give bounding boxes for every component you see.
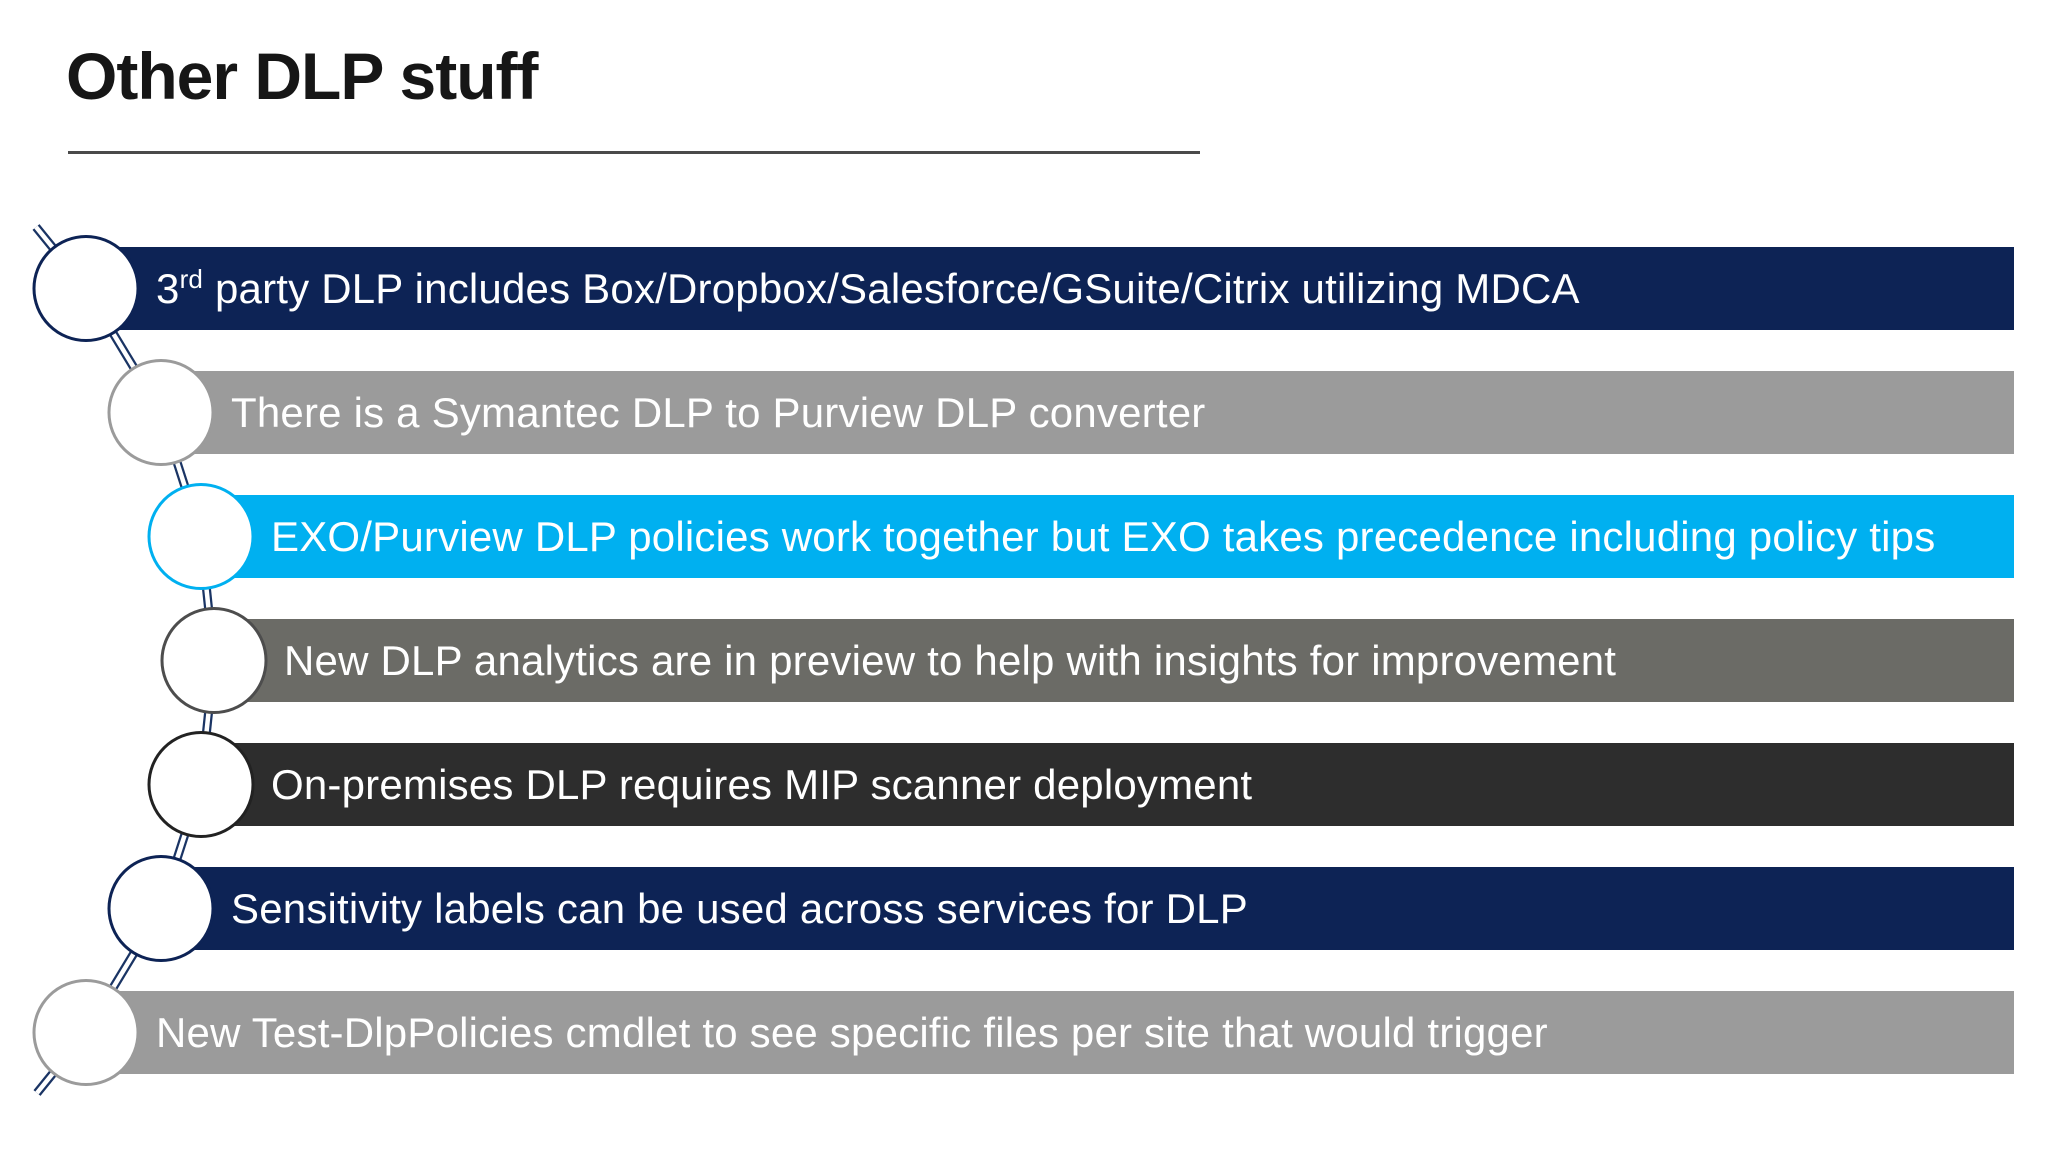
chain-connector-gap bbox=[34, 225, 88, 290]
bar-text-1: 3rd party DLP includes Box/Dropbox/Sales… bbox=[156, 263, 1580, 312]
bar-text-7: New Test-DlpPolicies cmdlet to see speci… bbox=[156, 1008, 1548, 1056]
bar-item-2: There is a Symantec DLP to Purview DLP c… bbox=[161, 371, 2014, 454]
bar-text-4: New DLP analytics are in preview to help… bbox=[284, 636, 1617, 684]
bar-item-4: New DLP analytics are in preview to help… bbox=[214, 619, 2014, 702]
superscript: rd bbox=[179, 263, 204, 294]
slide-title: Other DLP stuff bbox=[66, 39, 538, 113]
bar-item-1: 3rd party DLP includes Box/Dropbox/Sales… bbox=[86, 247, 2014, 330]
chain-connector bbox=[32, 224, 90, 292]
bar-text-5: On-premises DLP requires MIP scanner dep… bbox=[271, 760, 1253, 808]
chain-connector bbox=[33, 1029, 90, 1096]
chain-connector-gap bbox=[35, 1031, 88, 1095]
title-underline bbox=[68, 151, 1200, 154]
bar-text-6: Sensitivity labels can be used across se… bbox=[231, 884, 1248, 932]
bar-item-7: New Test-DlpPolicies cmdlet to see speci… bbox=[86, 991, 2014, 1074]
bar-item-6: Sensitivity labels can be used across se… bbox=[161, 867, 2014, 950]
bar-text-3: EXO/Purview DLP policies work together b… bbox=[271, 512, 1936, 560]
bar-item-3: EXO/Purview DLP policies work together b… bbox=[201, 495, 2014, 578]
bar-text-2: There is a Symantec DLP to Purview DLP c… bbox=[231, 388, 1206, 436]
bar-item-5: On-premises DLP requires MIP scanner dep… bbox=[201, 743, 2014, 826]
